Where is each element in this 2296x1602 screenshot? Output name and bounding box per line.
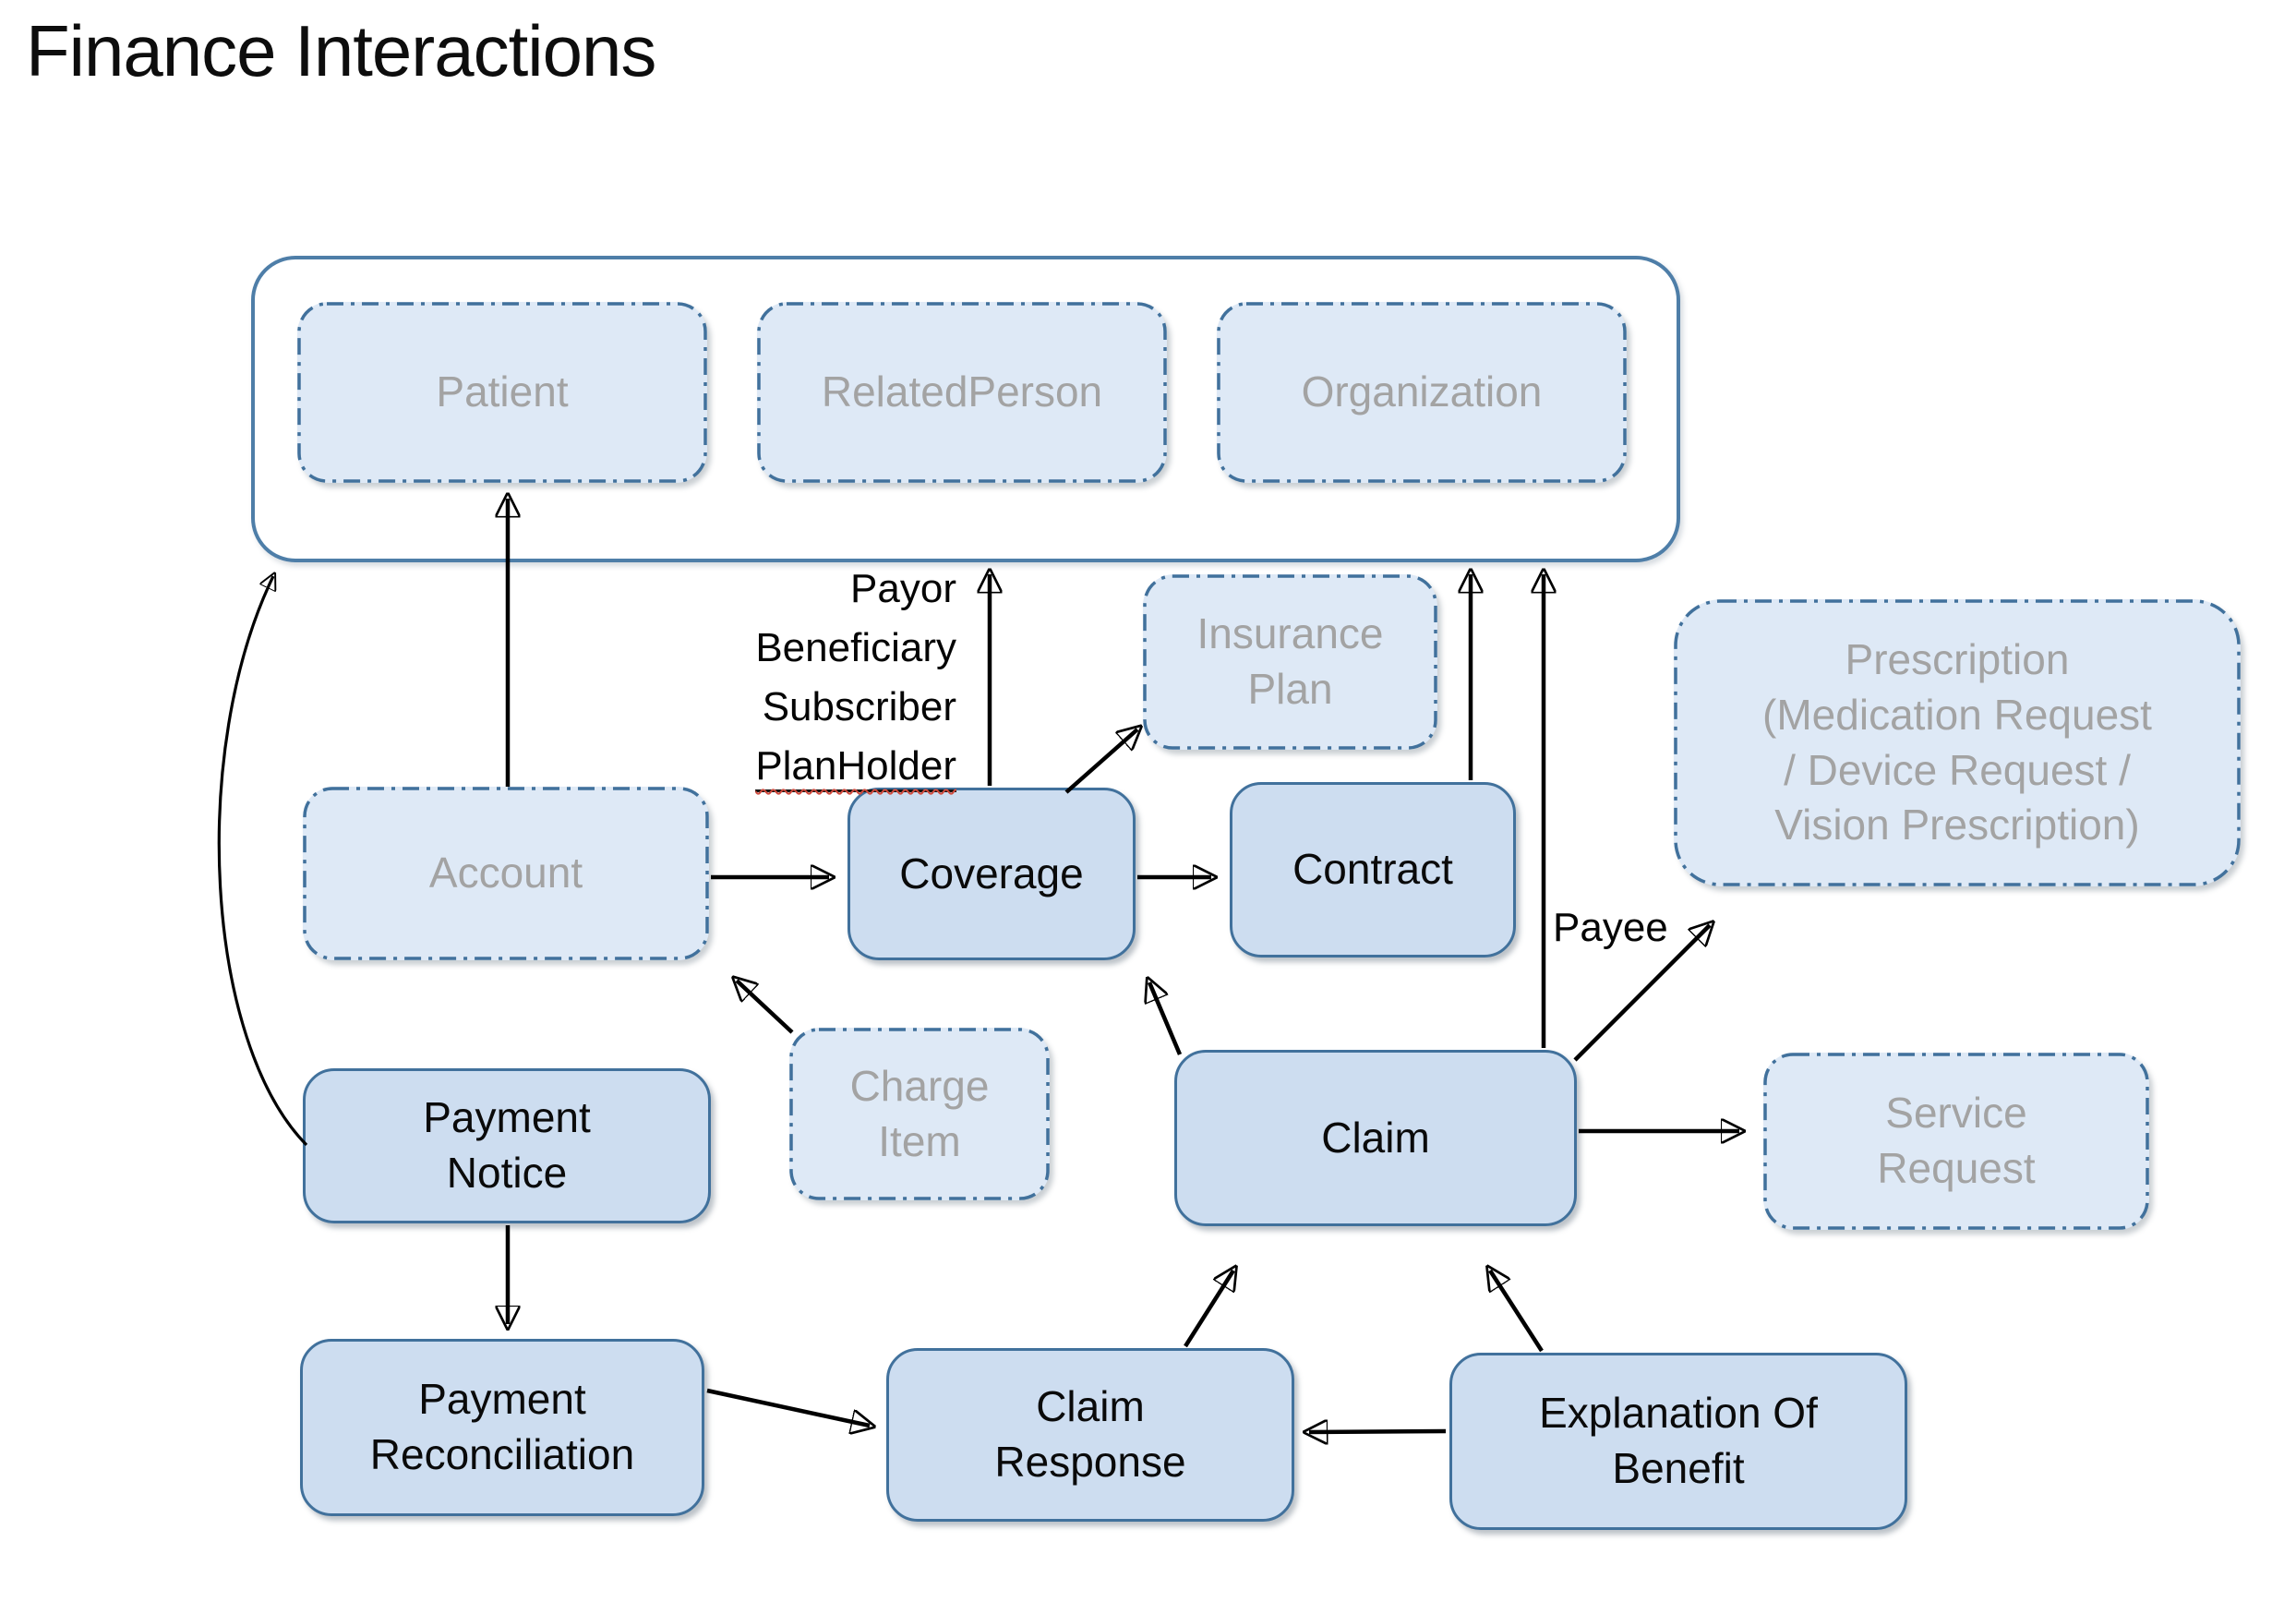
arrow-eob-to-claim-response bbox=[1309, 1431, 1447, 1432]
box-service-request-label: Service Request bbox=[1877, 1089, 2036, 1192]
arrow-claim-to-coverage bbox=[1149, 982, 1183, 1055]
box-prescription-label: Prescription (Medication Request / Devic… bbox=[1762, 634, 2152, 849]
box-payment-notice: Payment Notice bbox=[303, 1068, 711, 1223]
arrow-charge-item-to-account bbox=[737, 981, 794, 1034]
box-patient: Patient bbox=[297, 302, 707, 483]
box-service-request: Service Request bbox=[1763, 1053, 2149, 1230]
box-related-person-label: RelatedPerson bbox=[821, 367, 1103, 416]
box-charge-item: Charge Item bbox=[789, 1028, 1050, 1200]
arrow-eob-to-claim bbox=[1490, 1271, 1544, 1353]
label-subscriber: Subscriber bbox=[762, 684, 956, 729]
box-insurance-plan-label: Insurance Plan bbox=[1196, 609, 1384, 713]
label-beneficiary: Beneficiary bbox=[755, 625, 956, 670]
box-claim: Claim bbox=[1174, 1050, 1577, 1226]
box-payment-reconciliation: Payment Reconciliation bbox=[300, 1339, 704, 1516]
label-planholder-text: PlanHolder bbox=[755, 743, 956, 792]
label-payee: Payee bbox=[1553, 905, 1668, 950]
box-related-person: RelatedPerson bbox=[757, 302, 1167, 483]
box-organization-label: Organization bbox=[1301, 367, 1543, 416]
arrow-payment-notice-to-persons-curve bbox=[217, 576, 308, 1147]
box-account: Account bbox=[303, 787, 709, 960]
arrow-coverage-to-insurance-plan bbox=[1064, 729, 1137, 794]
box-patient-label: Patient bbox=[436, 367, 569, 416]
box-account-label: Account bbox=[428, 849, 583, 897]
box-contract: Contract bbox=[1230, 782, 1516, 958]
arrow-payment-reconciliation-to-claim-response bbox=[706, 1388, 870, 1426]
page-title: Finance Interactions bbox=[26, 10, 656, 91]
box-charge-item-label: Charge Item bbox=[849, 1061, 990, 1165]
box-coverage: Coverage bbox=[847, 788, 1136, 960]
box-contract-label: Contract bbox=[1292, 845, 1453, 894]
box-explanation-of-benefit-label: Explanation Of Benefit bbox=[1539, 1389, 1818, 1492]
arrow-claim-response-to-claim bbox=[1184, 1271, 1233, 1348]
box-claim-label: Claim bbox=[1321, 1113, 1430, 1162]
label-payor: Payor bbox=[850, 566, 956, 611]
box-explanation-of-benefit: Explanation Of Benefit bbox=[1449, 1353, 1907, 1530]
box-prescription: Prescription (Medication Request / Devic… bbox=[1674, 599, 2241, 886]
box-insurance-plan: Insurance Plan bbox=[1143, 574, 1437, 750]
box-claim-response: Claim Response bbox=[886, 1348, 1294, 1522]
box-organization: Organization bbox=[1217, 302, 1627, 483]
box-payment-reconciliation-label: Payment Reconciliation bbox=[369, 1375, 635, 1478]
box-payment-notice-label: Payment Notice bbox=[423, 1093, 591, 1197]
coverage-relationship-labels: Payor Beneficiary Subscriber PlanHolder bbox=[683, 560, 956, 796]
box-claim-response-label: Claim Response bbox=[994, 1382, 1186, 1486]
box-coverage-label: Coverage bbox=[899, 849, 1084, 897]
label-planholder: PlanHolder bbox=[683, 737, 956, 796]
